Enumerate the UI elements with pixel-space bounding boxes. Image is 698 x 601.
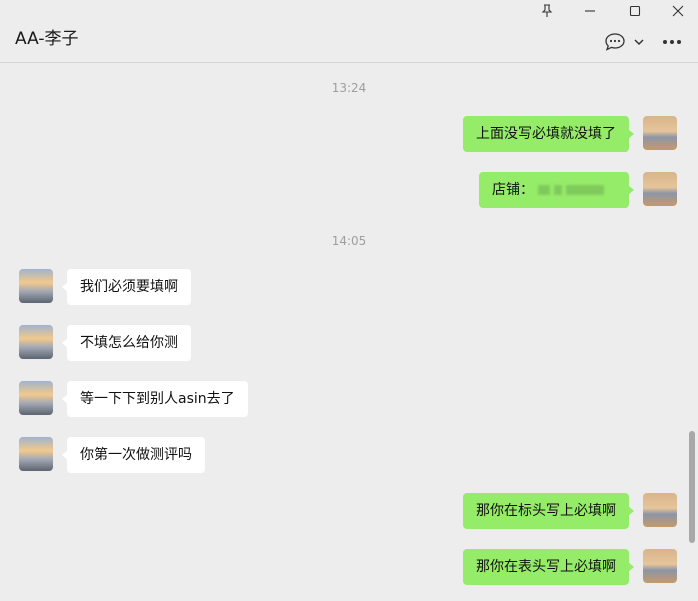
minimize-icon [585, 10, 595, 12]
close-button[interactable] [668, 2, 688, 20]
avatar-contact[interactable] [19, 269, 53, 303]
more-button[interactable] [660, 30, 684, 54]
redacted-text [538, 185, 550, 195]
maximize-icon [629, 5, 641, 17]
avatar-contact[interactable] [19, 381, 53, 415]
chat-options-button[interactable] [603, 30, 627, 54]
avatar-contact[interactable] [19, 437, 53, 471]
chat-bubble-icon [605, 33, 625, 51]
message-bubble-contact[interactable]: 你第一次做测评吗 [62, 437, 205, 473]
timestamp: 13:24 [331, 81, 367, 95]
pin-icon [541, 4, 553, 17]
avatar-self[interactable] [643, 116, 677, 150]
avatar-self[interactable] [643, 493, 677, 527]
title-bar: AA-李子 [0, 0, 698, 63]
minimize-button[interactable] [580, 2, 600, 20]
chat-options-dropdown[interactable] [632, 30, 646, 54]
message-bubble-contact[interactable]: 不填怎么给你测 [62, 325, 191, 361]
close-icon [672, 5, 684, 17]
message-bubble-self[interactable]: 那你在表头写上必填啊 [463, 549, 634, 585]
message-bubble-contact[interactable]: 等一下下到别人asin去了 [62, 381, 248, 417]
chevron-down-icon [634, 39, 644, 46]
message-bubble-self[interactable]: 上面没写必填就没填了 [463, 116, 634, 152]
pin-button[interactable] [537, 2, 557, 20]
more-icon [663, 40, 681, 44]
chat-title: AA-李子 [15, 29, 79, 49]
redacted-text [554, 185, 562, 195]
scrollbar-thumb[interactable] [689, 431, 695, 543]
message-bubble-contact[interactable]: 我们必须要填啊 [62, 269, 191, 305]
redacted-text [566, 185, 604, 195]
message-list: 13:24 上面没写必填就没填了 店铺： 14:05 我们必须要填啊 不填怎么给… [0, 63, 698, 601]
avatar-self[interactable] [643, 172, 677, 206]
avatar-self[interactable] [643, 549, 677, 583]
maximize-button[interactable] [625, 2, 645, 20]
timestamp: 14:05 [331, 234, 367, 248]
message-bubble-self[interactable]: 那你在标头写上必填啊 [463, 493, 634, 529]
message-bubble-self[interactable]: 店铺： [479, 172, 634, 208]
message-text: 店铺： [492, 182, 534, 198]
avatar-contact[interactable] [19, 325, 53, 359]
